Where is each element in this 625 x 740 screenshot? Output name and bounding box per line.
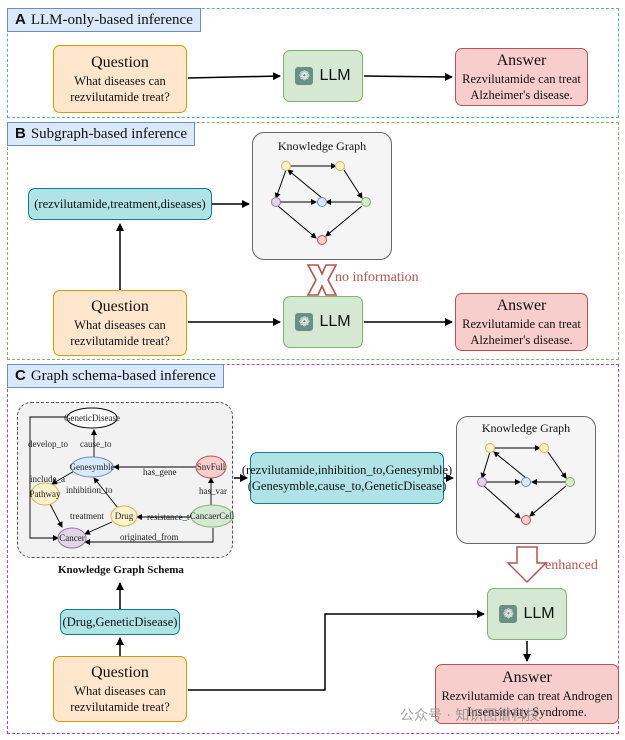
kg-title: Knowledge Graph	[277, 139, 367, 153]
panel-b-llm-box: ❁ LLM	[283, 296, 363, 348]
schema-edge-cause-to: cause_to	[80, 439, 112, 449]
panel-c-triples-box: (rezvilutamide,inhibition_to,Genesymble)…	[242, 452, 452, 504]
schema-edge-originated-from: originated_from	[120, 532, 178, 542]
kg-node-blue	[317, 197, 327, 207]
panel-a-letter: A	[15, 11, 26, 28]
question-text: What diseases can rezvilutamide treat?	[70, 318, 170, 348]
kg-node-yellow-1	[281, 161, 291, 171]
schema-caption: Knowledge Graph Schema	[58, 564, 184, 576]
schema-node-snvfull	[195, 455, 227, 479]
schema-node-cancaercell	[190, 504, 234, 528]
arrow-c-question-llm	[188, 610, 485, 691]
enhanced-arrow-icon	[506, 546, 548, 584]
panel-b-title: Subgraph-based inference	[30, 126, 188, 142]
llm-label: LLM	[523, 605, 555, 622]
panel-a-title: LLM-only-based inference	[30, 12, 193, 28]
watermark: 公众号 · 知识图谱科技	[400, 708, 540, 724]
schema-label-geneticdisease: GeneticDisease	[64, 413, 120, 423]
panel-a-answer-box: Answer Rezvilutamide can treat Alzheimer…	[455, 48, 588, 106]
enhanced-label: enhanced	[545, 558, 598, 573]
schema-label-drug: Drug	[115, 511, 134, 521]
schema-edge-has-gene: has_gene	[143, 467, 177, 477]
openai-icon: ❁	[499, 605, 518, 623]
panel-c	[7, 364, 619, 734]
schema-label-genesymble: Genesymble	[70, 462, 115, 472]
kg-node-red	[521, 515, 531, 525]
schema-edge-develop-to: develop_to	[28, 439, 68, 449]
answer-title: Answer	[502, 669, 552, 686]
schema-node-pathway	[30, 482, 60, 506]
schema-label-cancaercell: CancaerCell	[190, 511, 235, 521]
panel-c-answer-box: Answer Rezvilutamide can treat Androgen …	[435, 664, 619, 724]
panel-b	[7, 122, 619, 360]
schema-edge-include-a: include_a	[30, 474, 65, 484]
panel-a-llm-box: ❁ LLM	[283, 50, 363, 102]
kg-node-red	[317, 235, 327, 245]
question-text: What diseases can rezvilutamide treat?	[70, 684, 170, 714]
kg-node-yellow-2	[335, 161, 345, 171]
schema-edge-resistance-t: resistance_t	[147, 512, 190, 522]
kg-title: Knowledge Graph	[481, 421, 571, 435]
question-title: Question	[91, 298, 149, 315]
panel-c-letter: C	[15, 367, 26, 384]
schema-node-geneticdisease	[66, 407, 118, 429]
schema-edge-treatment: treatment	[70, 511, 104, 521]
filter-text: (Drug,GeneticDisease)	[62, 615, 178, 629]
llm-label: LLM	[319, 67, 351, 84]
schema-edge-has-var: has_var	[199, 486, 227, 496]
kg-node-purple	[477, 477, 487, 487]
openai-icon: ❁	[295, 67, 314, 85]
schema-node-genesymble	[70, 456, 114, 478]
question-text: What diseases can rezvilutamide treat?	[70, 74, 170, 104]
arrow-a-llm-answer	[363, 72, 453, 81]
kg-graph-c	[477, 443, 575, 525]
panel-c-llm-box: ❁ LLM	[487, 588, 567, 640]
openai-icon: ❁	[295, 313, 314, 331]
panel-b-letter: B	[15, 125, 26, 142]
kg-graph-b	[271, 161, 371, 245]
schema-edge-inhibition-to: inhibition_to	[66, 485, 113, 495]
no-info-label: no information	[335, 270, 419, 285]
schema-node-cancer	[57, 527, 87, 549]
panel-a	[7, 8, 619, 118]
panel-c-question-box: Question What diseases can rezvilutamide…	[53, 656, 187, 722]
llm-label: LLM	[319, 313, 351, 330]
question-title: Question	[91, 664, 149, 681]
kg-node-yellow-2	[539, 443, 549, 453]
answer-text: Rezvilutamide can treat Alzheimer's dise…	[462, 72, 581, 102]
schema-node-drug	[110, 505, 138, 527]
answer-text: Rezvilutamide can treat Alzheimer's dise…	[462, 317, 581, 347]
kg-node-yellow-1	[485, 443, 495, 453]
panel-c-filter-box: (Drug,GeneticDisease)	[60, 609, 180, 635]
panel-b-answer-box: Answer Rezvilutamide can treat Alzheimer…	[455, 293, 588, 351]
kg-node-green	[565, 477, 575, 487]
triple-text: (rezvilutamide,treatment,diseases)	[34, 197, 206, 211]
arrow-a-question-llm	[187, 72, 281, 81]
schema-graph: GeneticDisease Genesymble SnvFull Pathwa…	[28, 407, 235, 549]
schema-label-snvfull: SnvFull	[197, 462, 226, 472]
answer-title: Answer	[496, 52, 547, 69]
question-title: Question	[91, 54, 149, 71]
kg-node-green	[361, 197, 371, 207]
kg-node-blue	[521, 477, 531, 487]
answer-title: Answer	[496, 297, 547, 314]
triples-line-1: (rezvilutamide,inhibition_to,Genesymble)	[241, 463, 453, 477]
panel-c-title: Graph schema-based inference	[30, 368, 216, 384]
no-information-x-icon	[306, 264, 338, 296]
schema-label-pathway: Pathway	[30, 489, 61, 499]
panel-b-triple-box: (rezvilutamide,treatment,diseases)	[28, 188, 212, 220]
schema-label-cancer: Cancer	[59, 533, 84, 543]
panel-b-question-box: Question What diseases can rezvilutamide…	[53, 290, 187, 356]
panel-a-question-box: Question What diseases can rezvilutamide…	[53, 45, 187, 113]
kg-node-purple	[271, 197, 281, 207]
triples-line-2: (Genesymble,cause_to,GeneticDisease)	[247, 479, 447, 493]
answer-text: Rezvilutamide can treat Androgen Insensi…	[441, 689, 613, 719]
